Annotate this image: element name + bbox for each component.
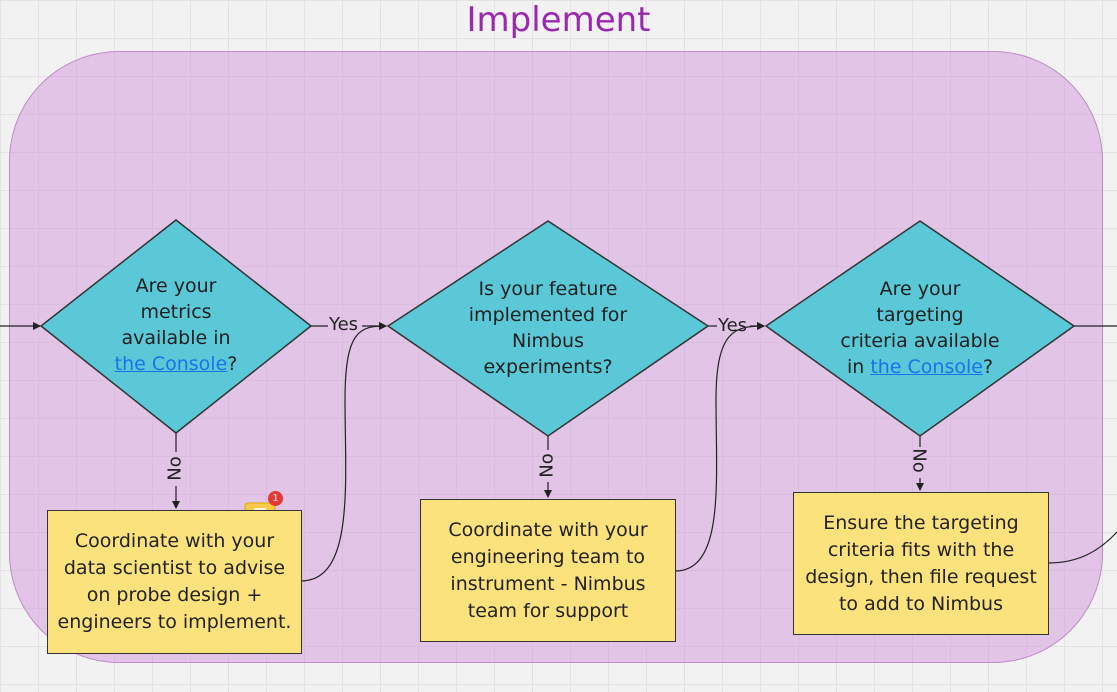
edge-return-1 bbox=[300, 322, 387, 582]
action-box-2[interactable]: Coordinate with your engineering team to… bbox=[420, 499, 676, 642]
decision-label-3: Are your targeting criteria available in… bbox=[830, 276, 1010, 380]
edge-label-no-3: No bbox=[908, 448, 930, 473]
diagram-title: Implement bbox=[466, 0, 651, 40]
decision-3-line3: criteria available bbox=[840, 330, 1000, 352]
edge-label-no-1: No bbox=[164, 456, 186, 481]
decision-2-line3: Nimbus bbox=[511, 330, 584, 352]
decision-1-line2: metrics bbox=[140, 301, 212, 323]
decision-2-line4: experiments? bbox=[483, 356, 613, 378]
action-3-text: Ensure the targeting criteria fits with … bbox=[805, 511, 1037, 615]
action-1-text: Coordinate with your data scientist to a… bbox=[57, 530, 292, 633]
edge-label-yes-2: Yes bbox=[718, 315, 748, 336]
decision-3-prefix: in bbox=[846, 356, 871, 378]
decision-label-1: Are your metrics available in the Consol… bbox=[96, 273, 256, 377]
edge-label-no-2: No bbox=[536, 453, 558, 478]
decision-3-suffix: ? bbox=[982, 356, 994, 378]
decision-1-suffix: ? bbox=[227, 353, 238, 375]
action-2-text: Coordinate with your engineering team to… bbox=[448, 518, 648, 622]
decision-1-line1: Are your bbox=[135, 275, 217, 297]
comment-count-badge: 1 bbox=[268, 491, 283, 506]
decision-3-line2: targeting bbox=[876, 304, 964, 326]
decision-label-2: Is your feature implemented for Nimbus e… bbox=[458, 276, 638, 380]
action-box-3[interactable]: Ensure the targeting criteria fits with … bbox=[793, 492, 1049, 635]
edge-return-2 bbox=[674, 322, 765, 572]
console-link-2[interactable]: the Console bbox=[870, 356, 983, 378]
action-box-1[interactable]: Coordinate with your data scientist to a… bbox=[47, 510, 302, 654]
edge-return-3 bbox=[1047, 531, 1117, 564]
decision-1-line3: available in bbox=[121, 327, 231, 349]
decision-2-line2: implemented for bbox=[468, 304, 628, 326]
edge-label-yes-1: Yes bbox=[329, 314, 359, 335]
decision-2-line1: Is your feature bbox=[478, 278, 618, 300]
decision-3-line1: Are your bbox=[879, 278, 961, 300]
console-link-1[interactable]: the Console bbox=[114, 353, 228, 375]
